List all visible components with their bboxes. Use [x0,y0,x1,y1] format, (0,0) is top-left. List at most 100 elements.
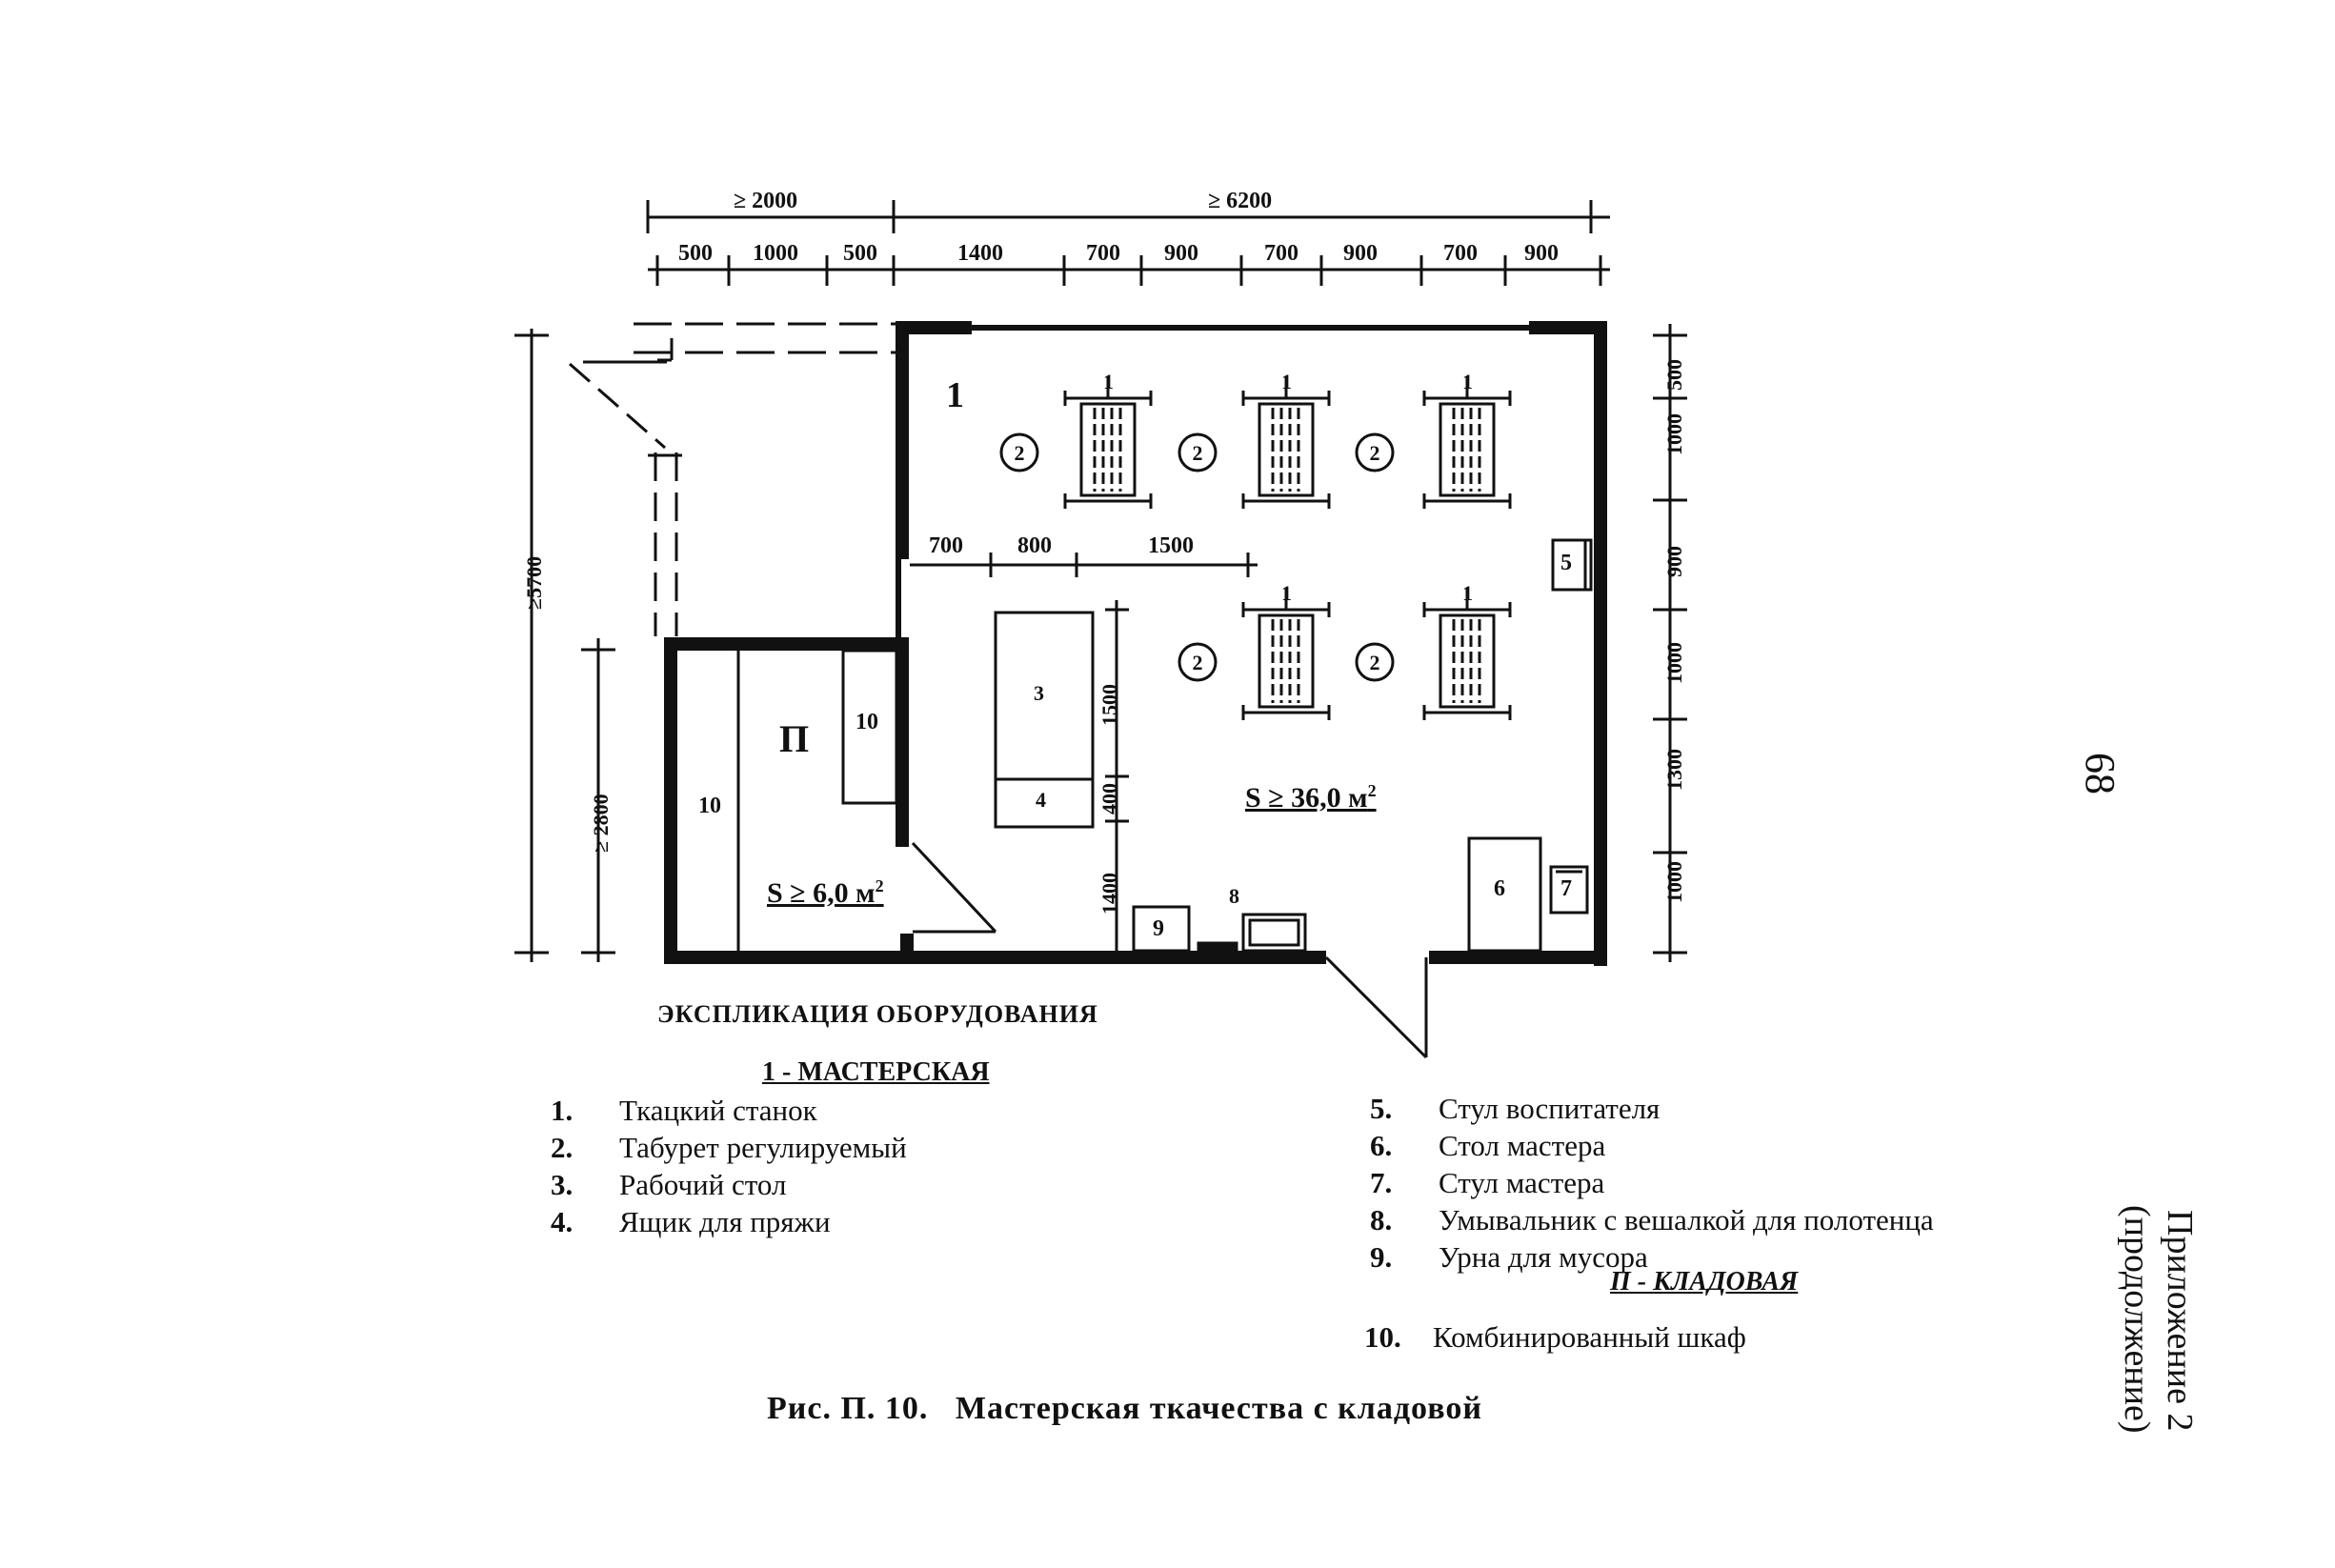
legend-item: 3. Рабочий стол [551,1168,786,1202]
legend-item-text: Ящик для пряжи [619,1205,831,1238]
legend-item-text: Рабочий стол [619,1168,787,1201]
legend-item-number: 4. [551,1205,574,1238]
washbasin-8 [1241,913,1307,953]
legend-title: ЭКСПЛИКАЦИЯ ОБОРУДОВАНИЯ [657,1000,1098,1028]
master-chair-label-7: 7 [1560,876,1572,901]
legend-item-number: 3. [551,1168,574,1201]
bin-9 [1132,905,1191,953]
room-1-label: 1 [946,375,964,415]
inner-dim-1500: 1500 [1148,533,1194,558]
area-store: S ≥ 6,0 м2 [767,876,884,909]
dim-top-segment: 700 [1264,241,1298,266]
stool-label: 2 [1015,441,1025,465]
stool [1178,432,1218,472]
dim-right-segment: 500 [1662,359,1686,391]
room-store-label: П [779,717,810,760]
legend-item: 2. Табурет регулируемый [551,1131,907,1165]
loom-label: 1 [1462,370,1473,393]
dim-table-400: 400 [1097,783,1121,814]
dim-right-segment: 1000 [1662,642,1686,684]
stool [999,432,1039,472]
dim-top-total-left: ≥ 2000 [734,189,798,213]
cabinet-label-10b: 10 [855,710,878,734]
loom: 1 [1422,370,1512,509]
dim-top-segment: 700 [1443,241,1478,266]
legend-item-text: Табурет регулируемый [619,1131,907,1164]
stool-label: 2 [1193,441,1203,465]
page-number: 68 [2077,753,2124,794]
legend-item-number: 5. [1370,1092,1393,1125]
dim-top-total-right: ≥ 6200 [1208,189,1273,213]
figure-caption: Рис. П. 10. Мастерская ткачества с кладо… [767,1391,1482,1426]
inner-dim-700: 700 [929,533,963,558]
table-label-3: 3 [1034,681,1044,705]
legend-item-text: Стул воспитателя [1439,1092,1661,1125]
legend-section-storeroom: П - КЛАДОВАЯ [1610,1267,1799,1297]
legend-item: 9. Урна для мусора [1370,1240,1648,1275]
legend-item: 5. Стул воспитателя [1370,1092,1660,1126]
area-main: S ≥ 36,0 м2 [1245,781,1377,814]
legend-item: 6.Стол мастера [1370,1129,1605,1163]
dim-right-segment: 1000 [1662,861,1686,903]
dim-top-segment: 900 [1164,241,1198,266]
stool-label: 2 [1370,441,1380,465]
legend-item-number: 8. [1370,1203,1393,1236]
dim-top-segment: 700 [1086,241,1120,266]
work-table-3 [994,611,1095,829]
legend-item-number: 2. [551,1131,574,1164]
dim-top-segment: 900 [1524,241,1559,266]
dim-top-segment: 1000 [753,241,798,266]
legend-item: 10. Комбинированный шкаф [1364,1320,1746,1355]
loom: 1 [1063,370,1153,509]
legend-item: 1.Ткацкий станок [551,1094,817,1128]
washbasin-label-8: 8 [1229,884,1239,908]
dim-right-segment: 900 [1662,546,1686,577]
yarn-box-label-4: 4 [1036,788,1046,812]
legend-item-text: Стол мастера [1439,1129,1606,1162]
stool-label: 2 [1193,651,1203,674]
stool [1355,642,1395,682]
loom-label: 1 [1462,581,1473,605]
legend-item: 7.Стул мастера [1370,1166,1604,1200]
dim-right-segment: 1300 [1662,749,1686,791]
dim-top-segment: 500 [678,241,713,266]
legend-item-number: 10. [1364,1320,1401,1354]
loom: 1 [1241,581,1331,720]
stool [1355,432,1395,472]
appendix-line-2: (продолжение) [2117,1205,2157,1434]
dim-top-segment: 900 [1343,241,1378,266]
appendix-line-1: Приложение 2 [2160,1210,2200,1432]
legend-item-text: Комбинированный шкаф [1433,1320,1746,1354]
dim-table-1400: 1400 [1097,873,1121,915]
legend-item-text: Стул мастера [1439,1166,1605,1199]
wall-store-left [664,637,677,964]
wall-right [1594,321,1607,966]
legend-section-workshop: 1 - МАСТЕРСКАЯ [762,1057,990,1087]
teacher-chair-label-5: 5 [1560,551,1572,575]
master-chair-7 [1549,865,1589,915]
dim-left-store: ≥ 2800 [589,794,613,853]
stool [1178,642,1218,682]
legend-item: 8. Умывальник с вешалкой для полотенца [1370,1203,1934,1237]
legend-item: 4. Ящик для пряжи [551,1205,831,1239]
loom: 1 [1241,370,1331,509]
legend-item-number: 9. [1370,1240,1393,1274]
cabinet-10-right [841,649,898,805]
loom: 1 [1422,581,1512,720]
loom-label: 1 [1281,581,1292,605]
master-table-label-6: 6 [1494,876,1505,901]
dim-right-segment: 1000 [1662,413,1686,455]
cabinet-label-10a: 10 [698,794,721,818]
stool-label: 2 [1370,651,1380,674]
dim-left-total: ≥5700 [522,555,546,610]
dim-top-segment: 1400 [957,241,1003,266]
legend-item-text: Ткацкий станок [619,1094,817,1127]
dim-table-1500: 1500 [1097,684,1121,726]
legend-item-text: Урна для мусора [1439,1240,1648,1274]
bin-label-9: 9 [1153,916,1164,941]
wall-store-top [664,637,909,651]
wall-bottom [664,951,1326,964]
loom-label: 1 [1103,370,1114,393]
legend-item-text: Умывальник с вешалкой для полотенца [1439,1203,1934,1236]
master-table-6 [1467,836,1542,953]
